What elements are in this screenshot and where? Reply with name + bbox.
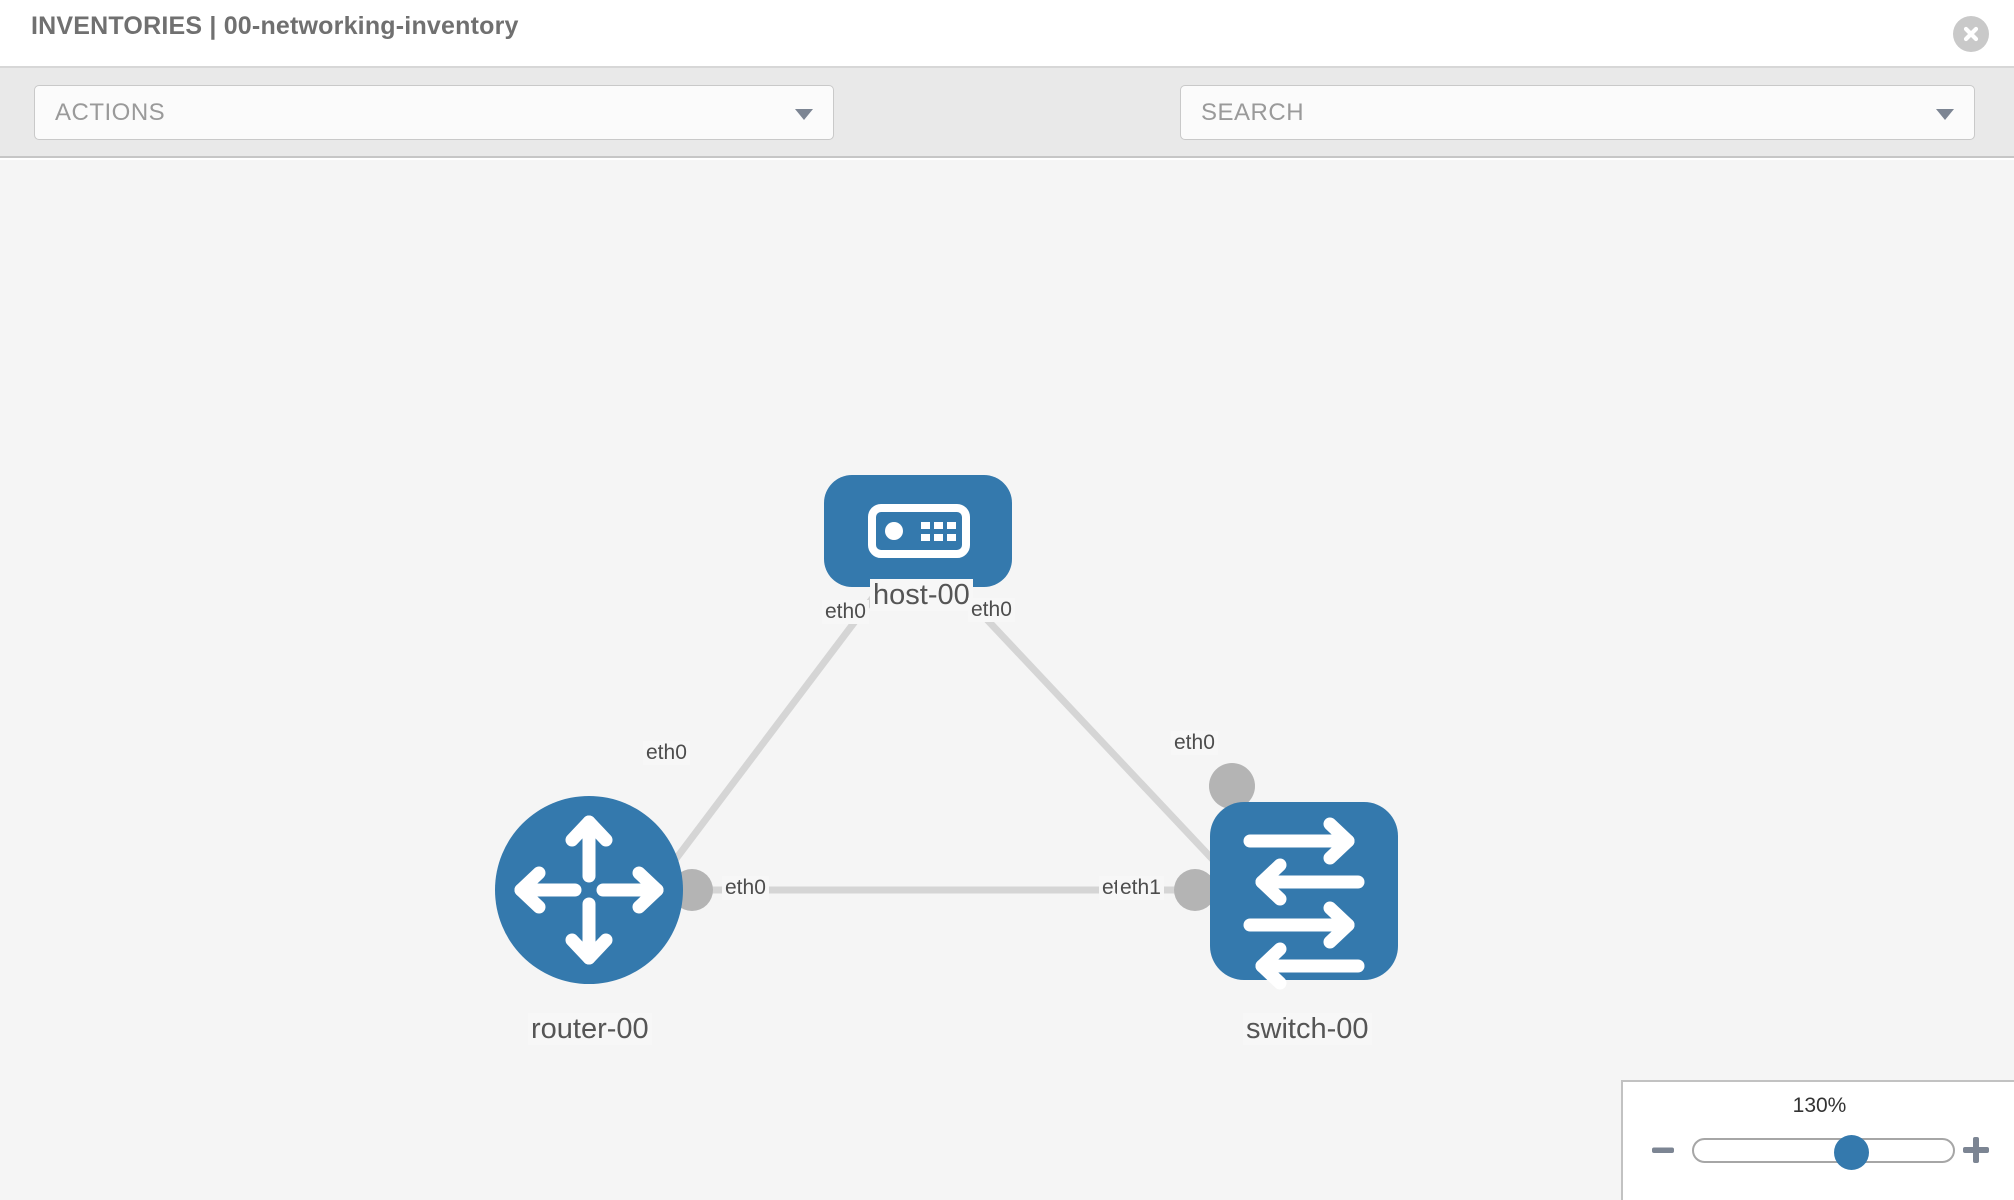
interface-label-host00-right: eth0 — [968, 598, 1015, 623]
zoom-control: 130% — [1621, 1080, 2014, 1200]
toolbar: ACTIONS SEARCH — [0, 68, 2014, 193]
plus-icon[interactable] — [1956, 1130, 1996, 1170]
interface-label-switch00-up: eth0 — [1171, 731, 1218, 756]
node-label-switch-00: switch-00 — [1243, 1013, 1372, 1046]
actions-dropdown-label: ACTIONS — [55, 99, 166, 126]
minus-icon[interactable] — [1643, 1130, 1683, 1170]
endpoint-switch00-top — [1209, 763, 1255, 809]
actions-dropdown[interactable]: ACTIONS — [34, 85, 834, 140]
zoom-level-value: 130% — [1792, 1094, 1847, 1117]
interface-label-switch00-left-eth1: eth1 — [1117, 876, 1164, 901]
close-icon[interactable] — [1953, 16, 1989, 52]
zoom-slider-row — [1623, 1130, 2014, 1170]
link-endpoints-layer — [671, 560, 1255, 911]
node-host-00 — [824, 475, 1012, 587]
server-icon — [868, 504, 970, 558]
endpoint-switch00-left — [1174, 869, 1216, 911]
search-placeholder: SEARCH — [1201, 99, 1305, 126]
node-router-00 — [495, 796, 683, 984]
interface-label-router00-up: eth0 — [643, 741, 690, 766]
interface-label-router00-right: eth0 — [722, 876, 769, 901]
node-label-router-00: router-00 — [528, 1013, 652, 1046]
router-arrows-icon — [514, 815, 664, 965]
topology-graph — [495, 475, 1398, 990]
interface-label-host00-left: eth0 — [822, 600, 869, 625]
page-header: INVENTORIES | 00-networking-inventory — [0, 0, 2014, 68]
topology-canvas[interactable]: host-00 router-00 switch-00 eth0 eth0 et… — [0, 160, 2014, 1200]
zoom-slider-track[interactable] — [1692, 1135, 1955, 1170]
page-title: INVENTORIES | 00-networking-inventory — [31, 12, 519, 40]
zoom-slider-thumb[interactable] — [1834, 1135, 1869, 1170]
search-input[interactable]: SEARCH — [1180, 85, 1975, 140]
links-layer — [657, 572, 1235, 894]
link-host00-router00 — [657, 572, 893, 883]
node-label-host-00: host-00 — [870, 579, 973, 612]
link-host00-switch00 — [942, 572, 1235, 883]
switch-arrows-icon — [1243, 817, 1365, 990]
node-switch-00 — [1210, 802, 1398, 990]
chevron-down-icon[interactable] — [1936, 109, 1954, 120]
chevron-down-icon — [795, 109, 813, 120]
